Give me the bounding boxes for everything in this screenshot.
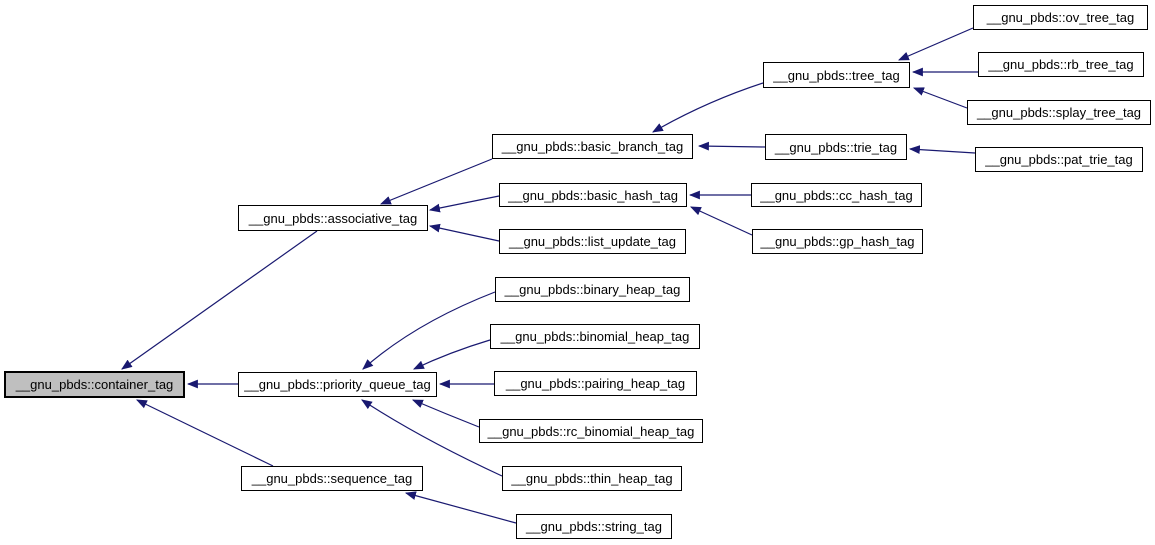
node-binary-heap-tag[interactable]: __gnu_pbds::binary_heap_tag xyxy=(495,277,690,302)
edge-splay_tree_tag-to-tree_tag xyxy=(912,87,968,109)
node-pat-trie-tag[interactable]: __gnu_pbds::pat_trie_tag xyxy=(975,147,1143,172)
edge-binary_heap_tag-to-priority_queue_tag xyxy=(362,291,496,370)
edge-ov_tree_tag-to-tree_tag xyxy=(897,27,974,61)
edge-pat_trie_tag-to-trie_tag xyxy=(908,145,976,154)
node-pairing-heap-tag[interactable]: __gnu_pbds::pairing_heap_tag xyxy=(494,371,697,396)
node-thin-heap-tag[interactable]: __gnu_pbds::thin_heap_tag xyxy=(502,466,682,491)
edge-basic_hash_tag-to-associative_tag xyxy=(428,195,500,213)
node-priority-queue-tag[interactable]: __gnu_pbds::priority_queue_tag xyxy=(238,372,437,397)
node-list-update-tag[interactable]: __gnu_pbds::list_update_tag xyxy=(499,229,686,254)
node-basic-branch-tag[interactable]: __gnu_pbds::basic_branch_tag xyxy=(492,134,693,159)
node-rb-tree-tag[interactable]: __gnu_pbds::rb_tree_tag xyxy=(978,52,1144,77)
edge-trie_tag-to-basic_branch_tag xyxy=(697,141,766,151)
edge-tree_tag-to-basic_branch_tag xyxy=(652,82,764,133)
edge-string_tag-to-sequence_tag xyxy=(404,491,517,524)
node-gp-hash-tag[interactable]: __gnu_pbds::gp_hash_tag xyxy=(752,229,923,254)
edge-list_update_tag-to-associative_tag xyxy=(428,223,500,242)
node-binomial-heap-tag[interactable]: __gnu_pbds::binomial_heap_tag xyxy=(490,324,700,349)
node-rc-binomial-heap-tag[interactable]: __gnu_pbds::rc_binomial_heap_tag xyxy=(479,419,703,443)
node-tree-tag[interactable]: __gnu_pbds::tree_tag xyxy=(763,62,910,88)
node-sequence-tag[interactable]: __gnu_pbds::sequence_tag xyxy=(241,466,423,491)
node-trie-tag[interactable]: __gnu_pbds::trie_tag xyxy=(765,134,907,160)
edge-thin_heap_tag-to-priority_queue_tag xyxy=(361,399,503,477)
node-string-tag[interactable]: __gnu_pbds::string_tag xyxy=(516,514,672,539)
edge-binomial_heap_tag-to-priority_queue_tag xyxy=(413,339,491,370)
node-ov-tree-tag[interactable]: __gnu_pbds::ov_tree_tag xyxy=(973,5,1148,30)
edge-sequence_tag-to-container_tag xyxy=(136,399,274,467)
node-container-tag[interactable]: __gnu_pbds::container_tag xyxy=(4,371,185,398)
edge-gp_hash_tag-to-basic_hash_tag xyxy=(690,206,753,236)
edge-associative_tag-to-container_tag xyxy=(121,230,318,370)
node-associative-tag[interactable]: __gnu_pbds::associative_tag xyxy=(238,205,428,231)
node-cc-hash-tag[interactable]: __gnu_pbds::cc_hash_tag xyxy=(751,183,922,207)
edge-rc_binomial_heap_tag-to-priority_queue_tag xyxy=(411,399,480,428)
edge-basic_branch_tag-to-associative_tag xyxy=(379,158,493,205)
node-splay-tree-tag[interactable]: __gnu_pbds::splay_tree_tag xyxy=(967,100,1151,125)
node-basic-hash-tag[interactable]: __gnu_pbds::basic_hash_tag xyxy=(499,183,687,207)
